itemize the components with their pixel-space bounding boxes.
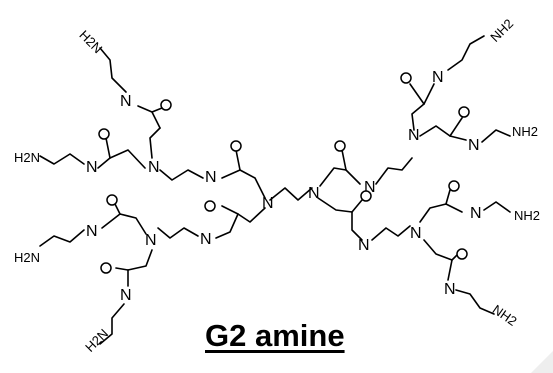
carbonyl-oxygen — [100, 262, 112, 274]
amide-nitrogen: N — [432, 69, 444, 86]
carbonyl-oxygen — [98, 128, 110, 140]
terminal-amine: NH2 — [514, 208, 540, 223]
amide-nitrogen: N — [86, 159, 98, 176]
core-ethylenediamine: N N — [262, 185, 320, 212]
carbonyl-oxygen — [204, 200, 216, 212]
branch-nitrogen: N — [408, 127, 420, 144]
amide-nitrogen: N — [468, 137, 480, 154]
core-nitrogen-left: N — [262, 195, 274, 212]
arm-lower-left: N N N H2N N H2N — [14, 194, 266, 355]
terminal-amine: H2N — [14, 150, 40, 165]
terminal-amine: H2N — [76, 27, 105, 56]
carbonyl-oxygen — [160, 99, 172, 111]
amide-nitrogen: N — [120, 93, 132, 110]
arm-upper-left: N N N H2N N H2N — [14, 27, 266, 199]
carbonyl-oxygen — [334, 140, 346, 152]
amide-nitrogen: N — [200, 231, 212, 248]
amide-nitrogen: N — [444, 281, 456, 298]
amide-nitrogen: N — [358, 237, 370, 254]
branch-nitrogen: N — [410, 225, 422, 242]
amide-nitrogen: N — [120, 287, 132, 304]
amide-nitrogen: N — [470, 205, 482, 222]
molecule-title: G2 amine — [205, 318, 345, 353]
terminal-amine: NH2 — [490, 302, 520, 329]
corner-decoration — [531, 351, 553, 373]
core-nitrogen-right: N — [308, 185, 320, 202]
carbonyl-oxygen — [456, 248, 468, 260]
branch-nitrogen: N — [145, 232, 157, 249]
amide-nitrogen: N — [364, 179, 376, 196]
amide-nitrogen: N — [205, 169, 217, 186]
carbonyl-oxygen — [448, 180, 460, 192]
carbonyl-oxygen — [458, 106, 470, 118]
arm-lower-right: N N N NH2 N NH2 — [317, 180, 540, 329]
carbonyl-oxygen — [106, 194, 118, 206]
terminal-amine: NH2 — [512, 124, 538, 139]
arm-upper-right: N N N NH2 N NH2 — [319, 16, 538, 196]
amide-nitrogen: N — [86, 223, 98, 240]
carbonyl-oxygen — [230, 140, 242, 152]
carbonyl-oxygen — [360, 190, 372, 202]
branch-nitrogen: N — [148, 159, 160, 176]
carbonyl-oxygen — [400, 72, 412, 84]
terminal-amine: H2N — [82, 326, 111, 355]
terminal-amine: H2N — [14, 250, 40, 265]
terminal-amine: NH2 — [487, 16, 516, 45]
